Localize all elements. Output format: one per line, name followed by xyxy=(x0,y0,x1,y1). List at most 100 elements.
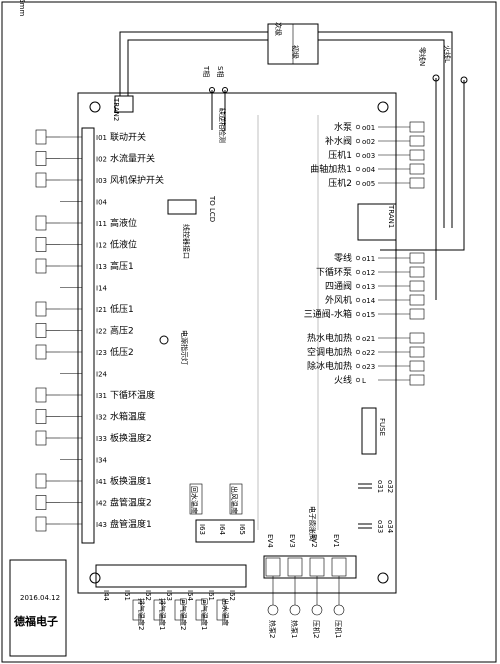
ev-title: 电子膨胀阀 xyxy=(308,506,317,541)
bottom-sensor xyxy=(195,599,205,621)
output-low-terminal xyxy=(409,346,425,358)
bottom-code-I53: I53 xyxy=(165,590,173,601)
ev-valve-EV2: EV2 xyxy=(310,534,318,548)
tran2-label: TRAN2 xyxy=(112,97,120,121)
neutral-input-label: 零线N xyxy=(418,47,427,66)
mid-label-I65: 出风温度 xyxy=(230,486,239,514)
mid-code-I63: I63 xyxy=(198,524,206,535)
transformer-wire xyxy=(318,39,445,228)
input-label-I31: 下循环温度 xyxy=(110,389,155,401)
input-code-I42: I42 xyxy=(96,500,107,508)
input-label-I12: 低液位 xyxy=(110,239,137,251)
output-low-pin xyxy=(355,349,361,355)
output-low-label-o23: 除冰电加热 xyxy=(307,360,352,372)
fuse-label: FUSE xyxy=(378,418,386,436)
output-top-pin xyxy=(355,180,361,186)
output-low-terminal xyxy=(409,332,425,344)
transformer-wire xyxy=(127,39,268,96)
ev-coil-label: 热泵2 xyxy=(268,620,277,638)
output-mid-label-o11: 零线 xyxy=(334,252,352,264)
mid-code-I64: I64 xyxy=(218,524,226,536)
output-top-terminal xyxy=(409,163,425,175)
input-device xyxy=(35,495,47,510)
input-device xyxy=(35,430,47,446)
output-top-code-o03: o03 xyxy=(362,152,375,160)
input-device xyxy=(35,301,47,317)
output-top-label-o04: 曲轴加热1 xyxy=(310,163,352,175)
output-top-pin xyxy=(355,152,361,158)
input-label-I22: 高压2 xyxy=(110,325,134,337)
output-mid-terminal xyxy=(409,252,425,264)
live-terminal xyxy=(460,76,468,84)
output-low-label-L: 火线 xyxy=(334,374,352,386)
lcd-port-label: 线控器接口 xyxy=(182,224,191,259)
ev-valve-EV4: EV4 xyxy=(266,534,274,548)
output-top-code-o05: o05 xyxy=(362,180,375,188)
input-device xyxy=(35,237,47,252)
left-terminal-strip xyxy=(81,127,95,544)
output-mid-label-o15: 三通阀-水箱 xyxy=(304,308,352,320)
output-mid-pin xyxy=(355,283,361,289)
ev-coil xyxy=(333,604,345,616)
output-top-code-o02: o02 xyxy=(362,138,375,146)
phase-s-label: S相 xyxy=(216,66,225,77)
output-low-label-o22: 空调电加热 xyxy=(307,346,352,358)
input-label-I02: 水流量开关 xyxy=(110,153,155,165)
ev-socket xyxy=(265,557,281,577)
output-top-label-o01: 水泵 xyxy=(334,121,352,133)
fuse xyxy=(361,407,377,455)
output-mid-code-o12: o12 xyxy=(362,269,375,277)
output-mid-code-o13: o13 xyxy=(362,283,375,291)
input-code-I01: I01 xyxy=(96,134,107,142)
output-top-label-o05: 压机2 xyxy=(328,177,352,189)
bottom-code-I51: I51 xyxy=(123,590,131,601)
input-code-I21: I21 xyxy=(96,306,107,314)
bottom-code-I52: I52 xyxy=(144,590,152,601)
phase-test-label: 缺逆相检测 xyxy=(218,108,227,143)
output-low-terminal xyxy=(409,360,425,372)
input-code-I14: I14 xyxy=(96,285,108,293)
bottom-label-I53: 回气温度2 xyxy=(179,598,188,630)
mid-sensor xyxy=(229,483,243,515)
input-label-I11: 高液位 xyxy=(110,217,137,229)
transformer-primary-label: 初级 xyxy=(291,45,300,59)
output-small-o34: o34 xyxy=(386,520,394,534)
output-low-pin xyxy=(355,335,361,341)
bottom-sensor xyxy=(174,599,184,621)
output-low-code-o22: o22 xyxy=(362,349,375,357)
power-led xyxy=(159,335,169,345)
brand-date: 2016.04.12 xyxy=(20,594,60,602)
output-top-label-o03: 压机1 xyxy=(328,149,352,161)
input-code-I33: I33 xyxy=(96,435,107,443)
ev-coil-label: 压机2 xyxy=(312,620,321,638)
phase-t-label: T相 xyxy=(202,65,211,77)
input-label-I23: 低压2 xyxy=(110,346,134,358)
input-label-I42: 盘管温度2 xyxy=(110,497,152,509)
live-input-label: 火线L xyxy=(443,45,452,63)
tran1-label: TRAN1 xyxy=(387,204,395,228)
bottom-code-I61: I61 xyxy=(207,590,215,601)
ev-coil-label: 热泵1 xyxy=(290,620,299,638)
mid-sensor xyxy=(189,483,203,515)
output-low-pin xyxy=(355,377,361,383)
mount-hole xyxy=(377,572,389,584)
ev-coil-label: 压机1 xyxy=(334,620,343,638)
ev-coil xyxy=(289,604,301,616)
input-label-I43: 盘管温度1 xyxy=(110,518,152,530)
bottom-label-I61: 出水温度 xyxy=(221,598,230,626)
neutral-terminal xyxy=(432,74,440,82)
output-mid-pin xyxy=(355,255,361,261)
output-top-label-o02: 补水阀 xyxy=(325,135,352,147)
ev-coil xyxy=(267,604,279,616)
output-mid-terminal xyxy=(409,266,425,278)
ev-socket xyxy=(331,557,347,577)
input-code-I12: I12 xyxy=(96,242,107,250)
sensor-connector-bottom xyxy=(95,564,247,588)
brand-box xyxy=(9,559,67,657)
lcd-connector xyxy=(167,199,197,215)
ev-socket xyxy=(287,557,303,577)
bottom-sensor xyxy=(132,599,142,621)
output-small-o32: o32 xyxy=(386,480,394,493)
input-label-I41: 板换温度1 xyxy=(110,475,152,487)
output-mid-pin xyxy=(355,311,361,317)
